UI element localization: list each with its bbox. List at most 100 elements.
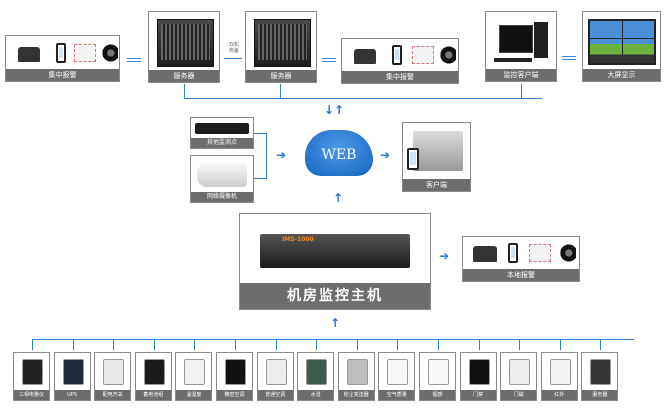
server-icon: [590, 359, 612, 385]
server-a-label: 服务器: [149, 70, 219, 82]
water-leak-icon: [306, 359, 328, 385]
arrow-right-icon: ➔: [439, 249, 450, 263]
device-label: 配电开关: [95, 390, 131, 400]
device-label: 门禁: [460, 390, 496, 400]
host-model-label: IMS-1000: [282, 236, 314, 243]
device-label: UPS: [54, 390, 90, 400]
hot-standby-label: 双机 热备: [228, 42, 239, 54]
server-icon: [157, 19, 214, 67]
device-item: 水浸: [297, 352, 335, 401]
desk-phone-icon: [354, 49, 376, 64]
speaker-icon: [100, 44, 118, 62]
bracket-vertical: [266, 133, 267, 179]
camera-icon: [197, 163, 247, 187]
device-label: 三相电量仪: [14, 390, 49, 400]
server-b: 服务器: [245, 11, 317, 83]
bracket-bottom: [254, 178, 266, 179]
desk-phone-icon: [473, 246, 497, 262]
mobile-phone-icon: [392, 45, 402, 65]
other-monitor-points-label: 其他监测点: [191, 138, 253, 148]
power-meter-icon: [22, 359, 43, 385]
bottom-bus-drop: [153, 339, 155, 350]
bottom-bus-drop: [275, 339, 277, 350]
other-monitor-points: 其他监测点: [190, 117, 254, 149]
device-item: 配电开关: [94, 352, 132, 401]
bottom-bus-drop: [438, 339, 439, 350]
bracket-top: [254, 133, 266, 134]
device-label: 普通空调: [257, 390, 293, 400]
arrow-right-icon: ➔: [380, 148, 391, 162]
bottom-bus-drop: [32, 339, 33, 350]
mobile-phone-icon: [407, 148, 419, 170]
arrow-up-icon: ↑: [334, 103, 345, 117]
local-alarm-label: 本地报警: [463, 269, 579, 281]
host-device-icon: IMS-1000: [260, 234, 410, 268]
big-screen: 大屏显示: [582, 11, 661, 82]
ac-icon: [265, 359, 287, 385]
mobile-phone-icon: [56, 43, 66, 63]
desk-phone-icon: [18, 47, 40, 62]
device-item: 普通空调: [256, 352, 294, 401]
ups-icon: [62, 359, 84, 385]
central-alarm-right: 集中报警: [341, 38, 459, 84]
bottom-bus-drop: [72, 339, 74, 350]
monitor-client: 监控客户端: [485, 11, 557, 82]
bottom-bus-drop: [235, 339, 236, 350]
envelope-icon: [74, 44, 96, 62]
laptop-icon: [413, 131, 463, 171]
central-alarm-left: 集中报警: [5, 35, 120, 82]
device-label: 空气质量: [379, 390, 415, 400]
top-bus-line: [184, 98, 542, 99]
air-quality-icon: [387, 359, 409, 385]
device-item: 红外: [540, 352, 578, 401]
device-item: 粉尘变送器: [337, 352, 375, 401]
server-a: 服务器: [148, 11, 220, 83]
arrow-to-alarm-right: [322, 57, 336, 63]
bottom-bus-drop: [600, 339, 602, 350]
device-item: 烟感: [419, 352, 456, 401]
monitoring-host-label: 机房监控主机: [240, 283, 430, 309]
device-label: 温湿度: [176, 390, 212, 400]
bottom-bus-line: [32, 339, 634, 340]
device-label: 门磁: [501, 390, 537, 400]
network-camera: 网络摄像机: [190, 155, 254, 203]
thermo-hygrometer-icon: [184, 359, 206, 385]
monitor-icon: [499, 25, 533, 53]
device-item: 蓄电池组: [134, 352, 172, 401]
envelope-icon: [412, 46, 434, 64]
device-item: 三相电量仪: [13, 352, 50, 401]
web-cloud-label: WEB: [321, 147, 357, 163]
device-item: 精密空调: [216, 352, 253, 401]
bottom-bus-drop: [519, 339, 521, 350]
device-item: 服务器: [581, 352, 619, 401]
mobile-phone-icon: [508, 243, 518, 263]
device-label: 精密空调: [217, 390, 252, 400]
arrow-right-icon: ➔: [276, 148, 287, 162]
monitoring-host: IMS-1000 机房监控主机: [239, 213, 431, 310]
device-label: 粉尘变送器: [338, 390, 374, 400]
smoke-detector-icon: [428, 359, 449, 385]
web-cloud-icon: WEB: [305, 130, 373, 176]
device-label: 蓄电池组: [135, 390, 171, 400]
bottom-bus-drop: [397, 339, 399, 350]
device-item: UPS: [53, 352, 91, 401]
arrow-up-icon: ↑: [333, 191, 344, 205]
monitor-device-icon: [195, 123, 249, 134]
web-client: 客户端: [402, 122, 471, 192]
precision-ac-icon: [225, 359, 246, 385]
speaker-icon: [558, 244, 576, 262]
device-item: 门禁: [459, 352, 497, 401]
arrow-up-icon: ↑: [330, 316, 341, 330]
central-alarm-right-label: 集中报警: [342, 71, 458, 83]
circuit-breaker-icon: [103, 359, 125, 385]
dust-sensor-icon: [346, 359, 368, 385]
central-alarm-left-label: 集中报警: [6, 69, 119, 81]
access-control-icon: [468, 359, 490, 385]
bottom-bus-drop: [478, 339, 480, 350]
device-label: 水浸: [298, 390, 334, 400]
server-b-label: 服务器: [246, 70, 316, 82]
big-screen-label: 大屏显示: [583, 69, 660, 81]
bottom-bus-drop: [356, 339, 358, 350]
top-bus-drop-server-b: [280, 84, 281, 99]
video-wall-icon: [588, 19, 656, 65]
